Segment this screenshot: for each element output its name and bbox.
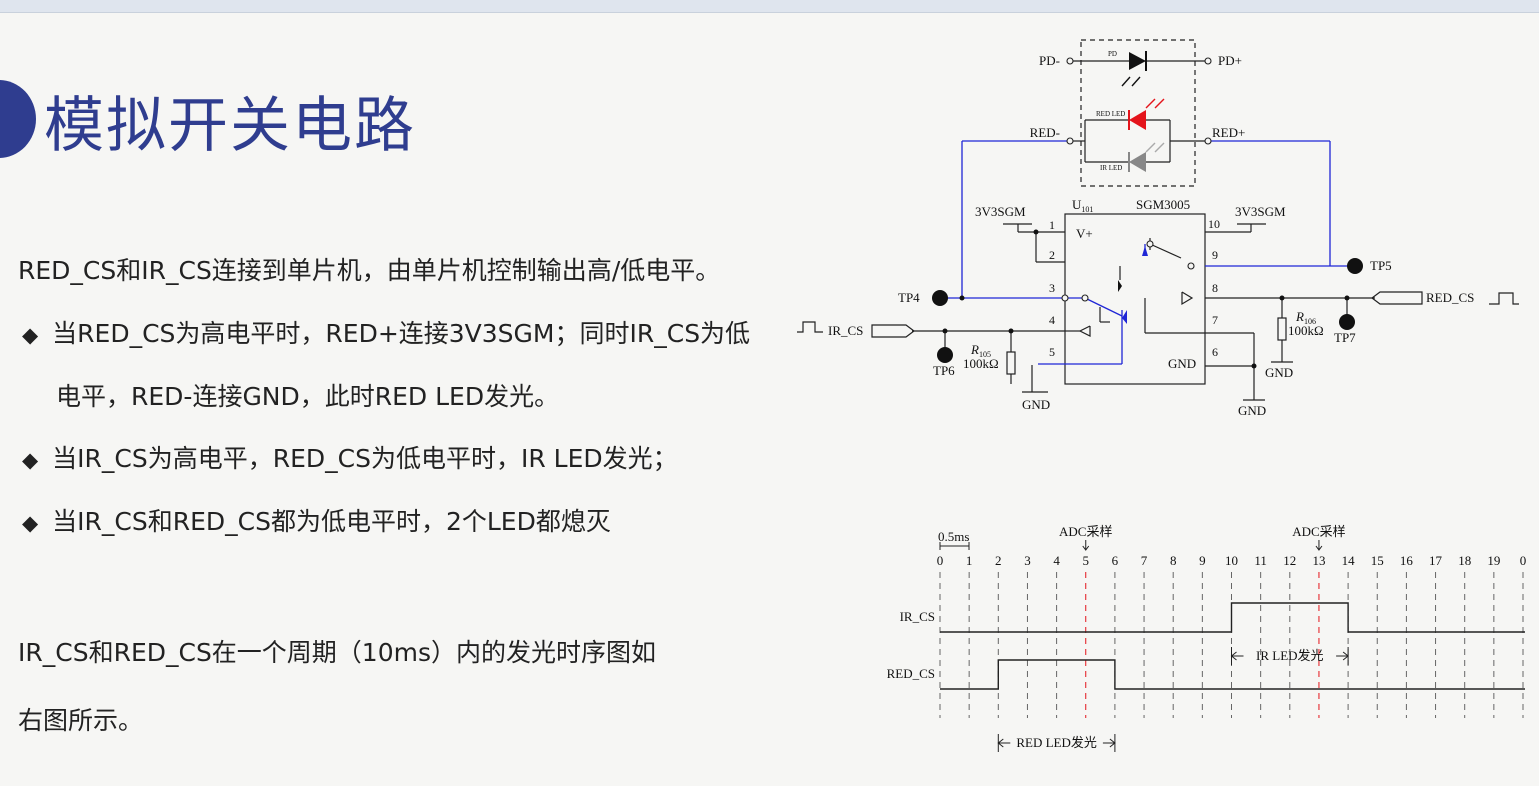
bullet-diamond-icon: ◆	[22, 511, 39, 535]
tick-label: 6	[1112, 553, 1119, 568]
tick-label: 15	[1371, 553, 1384, 568]
signal-name-label: RED_CS	[887, 666, 935, 681]
bullet-item-2: ◆ 当IR_CS为高电平，RED_CS为低电平时，IR LED发光；	[22, 446, 678, 471]
pin-6: 6	[1212, 345, 1218, 359]
gnd-label: GND	[1265, 365, 1293, 380]
tick-label: 16	[1400, 553, 1414, 568]
supply-left-label: 3V3SGM	[975, 204, 1026, 219]
tick-label: 5	[1083, 553, 1090, 568]
tick-label: 3	[1024, 553, 1031, 568]
right-arrow-icon	[1336, 651, 1349, 661]
tp5-label: TP5	[1370, 258, 1392, 273]
adc-down-arrow-icon	[1082, 540, 1090, 551]
left-arrow-icon	[997, 738, 1011, 748]
footer-text-line-1: IR_CS和RED_CS在一个周期（10ms）内的发光时序图如	[18, 638, 657, 667]
tick-label: 18	[1458, 553, 1471, 568]
ir-led-tag: IR LED	[1100, 164, 1122, 172]
tick-label: 0	[937, 553, 944, 568]
tick-label: 9	[1199, 553, 1206, 568]
signal-name-label: IR_CS	[900, 609, 935, 624]
bullet-diamond-icon: ◆	[22, 323, 39, 347]
pd-tag: PD	[1108, 50, 1117, 58]
tick-label: 10	[1225, 553, 1238, 568]
left-arrow-icon	[1230, 651, 1244, 661]
r106-value: 100kΩ	[1288, 323, 1324, 338]
tick-label: 4	[1053, 553, 1060, 568]
schematic-diagram: PD- PD+ RED- RED+ U101 SGM3005 V+ GND 3V…	[797, 39, 1519, 418]
tick-label: 7	[1141, 553, 1148, 568]
pin-7: 7	[1212, 313, 1218, 327]
adc-sample-label: ADC采样	[1059, 524, 1112, 539]
section-number-accent	[0, 80, 36, 158]
tick-label: 17	[1429, 553, 1443, 568]
page-title: 模拟开关电路	[44, 91, 416, 161]
tp7-label: TP7	[1334, 330, 1356, 345]
footer-text-line-2: 右图所示。	[18, 706, 144, 735]
intro-text: RED_CS和IR_CS连接到单片机，由单片机控制输出高/低电平。	[18, 256, 721, 285]
bullet-item-1: ◆ 当RED_CS为高电平时，RED+连接3V3SGM；同时IR_CS为低	[22, 321, 750, 346]
scale-label: 0.5ms	[938, 529, 969, 544]
bullet-item-1-continued: 电平，RED-连接GND，此时RED LED发光。	[56, 382, 560, 411]
bullet-text-3: 当IR_CS和RED_CS都为低电平时，2个LED都熄灭	[52, 507, 611, 536]
tick-label: 0	[1520, 553, 1527, 568]
r105-subscript: 105	[979, 350, 991, 359]
tick-label: 11	[1254, 553, 1267, 568]
pin-4: 4	[1049, 313, 1055, 327]
tick-label: 13	[1312, 553, 1325, 568]
gnd-label: GND	[1022, 397, 1050, 412]
gnd-pin-label: GND	[1168, 356, 1196, 371]
top-toolbar-strip	[0, 0, 1539, 13]
r105-letter: R	[970, 342, 979, 357]
tick-label: 14	[1342, 553, 1356, 568]
tp6-label: TP6	[933, 363, 955, 378]
pin-8: 8	[1212, 281, 1218, 295]
pd-plus-label: PD+	[1218, 53, 1242, 68]
r106-designator: R106	[1295, 309, 1316, 326]
adc-sample-label: ADC采样	[1292, 524, 1345, 539]
pin-5: 5	[1049, 345, 1055, 359]
r105-designator: R105	[970, 342, 991, 359]
pin-3: 3	[1049, 281, 1055, 295]
u101-subscript: 101	[1081, 205, 1093, 214]
pd-minus-label: PD-	[1039, 53, 1060, 68]
ir-cs-input-label: IR_CS	[828, 323, 863, 338]
red-minus-label: RED-	[1030, 125, 1060, 140]
bullet-text-2: 当IR_CS为高电平，RED_CS为低电平时，IR LED发光；	[52, 444, 678, 473]
tick-label: 2	[995, 553, 1002, 568]
red-plus-label: RED+	[1212, 125, 1245, 140]
supply-right-label: 3V3SGM	[1235, 204, 1286, 219]
tp4-label: TP4	[898, 290, 920, 305]
adc-down-arrow-icon	[1315, 540, 1323, 551]
bullet-item-3: ◆ 当IR_CS和RED_CS都为低电平时，2个LED都熄灭	[22, 509, 611, 534]
r106-subscript: 106	[1304, 317, 1316, 326]
red-cs-input-label: RED_CS	[1426, 290, 1474, 305]
part-number: SGM3005	[1136, 197, 1190, 212]
u101-prefix: U	[1072, 197, 1082, 212]
bullet-text-1: 当RED_CS为高电平时，RED+连接3V3SGM；同时IR_CS为低	[52, 319, 751, 348]
vplus-label: V+	[1076, 226, 1093, 241]
tick-label: 8	[1170, 553, 1177, 568]
r106-letter: R	[1295, 309, 1304, 324]
pin-2: 2	[1049, 248, 1055, 262]
signal-waveform	[940, 602, 1525, 633]
span-label: RED LED发光	[1016, 735, 1097, 750]
pin-1: 1	[1049, 218, 1055, 232]
right-arrow-icon	[1102, 738, 1116, 748]
pin-10: 10	[1208, 217, 1220, 231]
span-label: IR LED发光	[1256, 648, 1324, 663]
gnd-label: GND	[1238, 403, 1266, 418]
u101-designator: U101	[1072, 197, 1093, 214]
pin-9: 9	[1212, 248, 1218, 262]
signal-waveform	[940, 659, 1525, 690]
red-led-tag: RED LED	[1096, 110, 1125, 118]
r105-value: 100kΩ	[963, 356, 999, 371]
tick-label: 12	[1283, 553, 1296, 568]
tick-label: 19	[1487, 553, 1500, 568]
tick-label: 1	[966, 553, 973, 568]
bullet-diamond-icon: ◆	[22, 448, 39, 472]
